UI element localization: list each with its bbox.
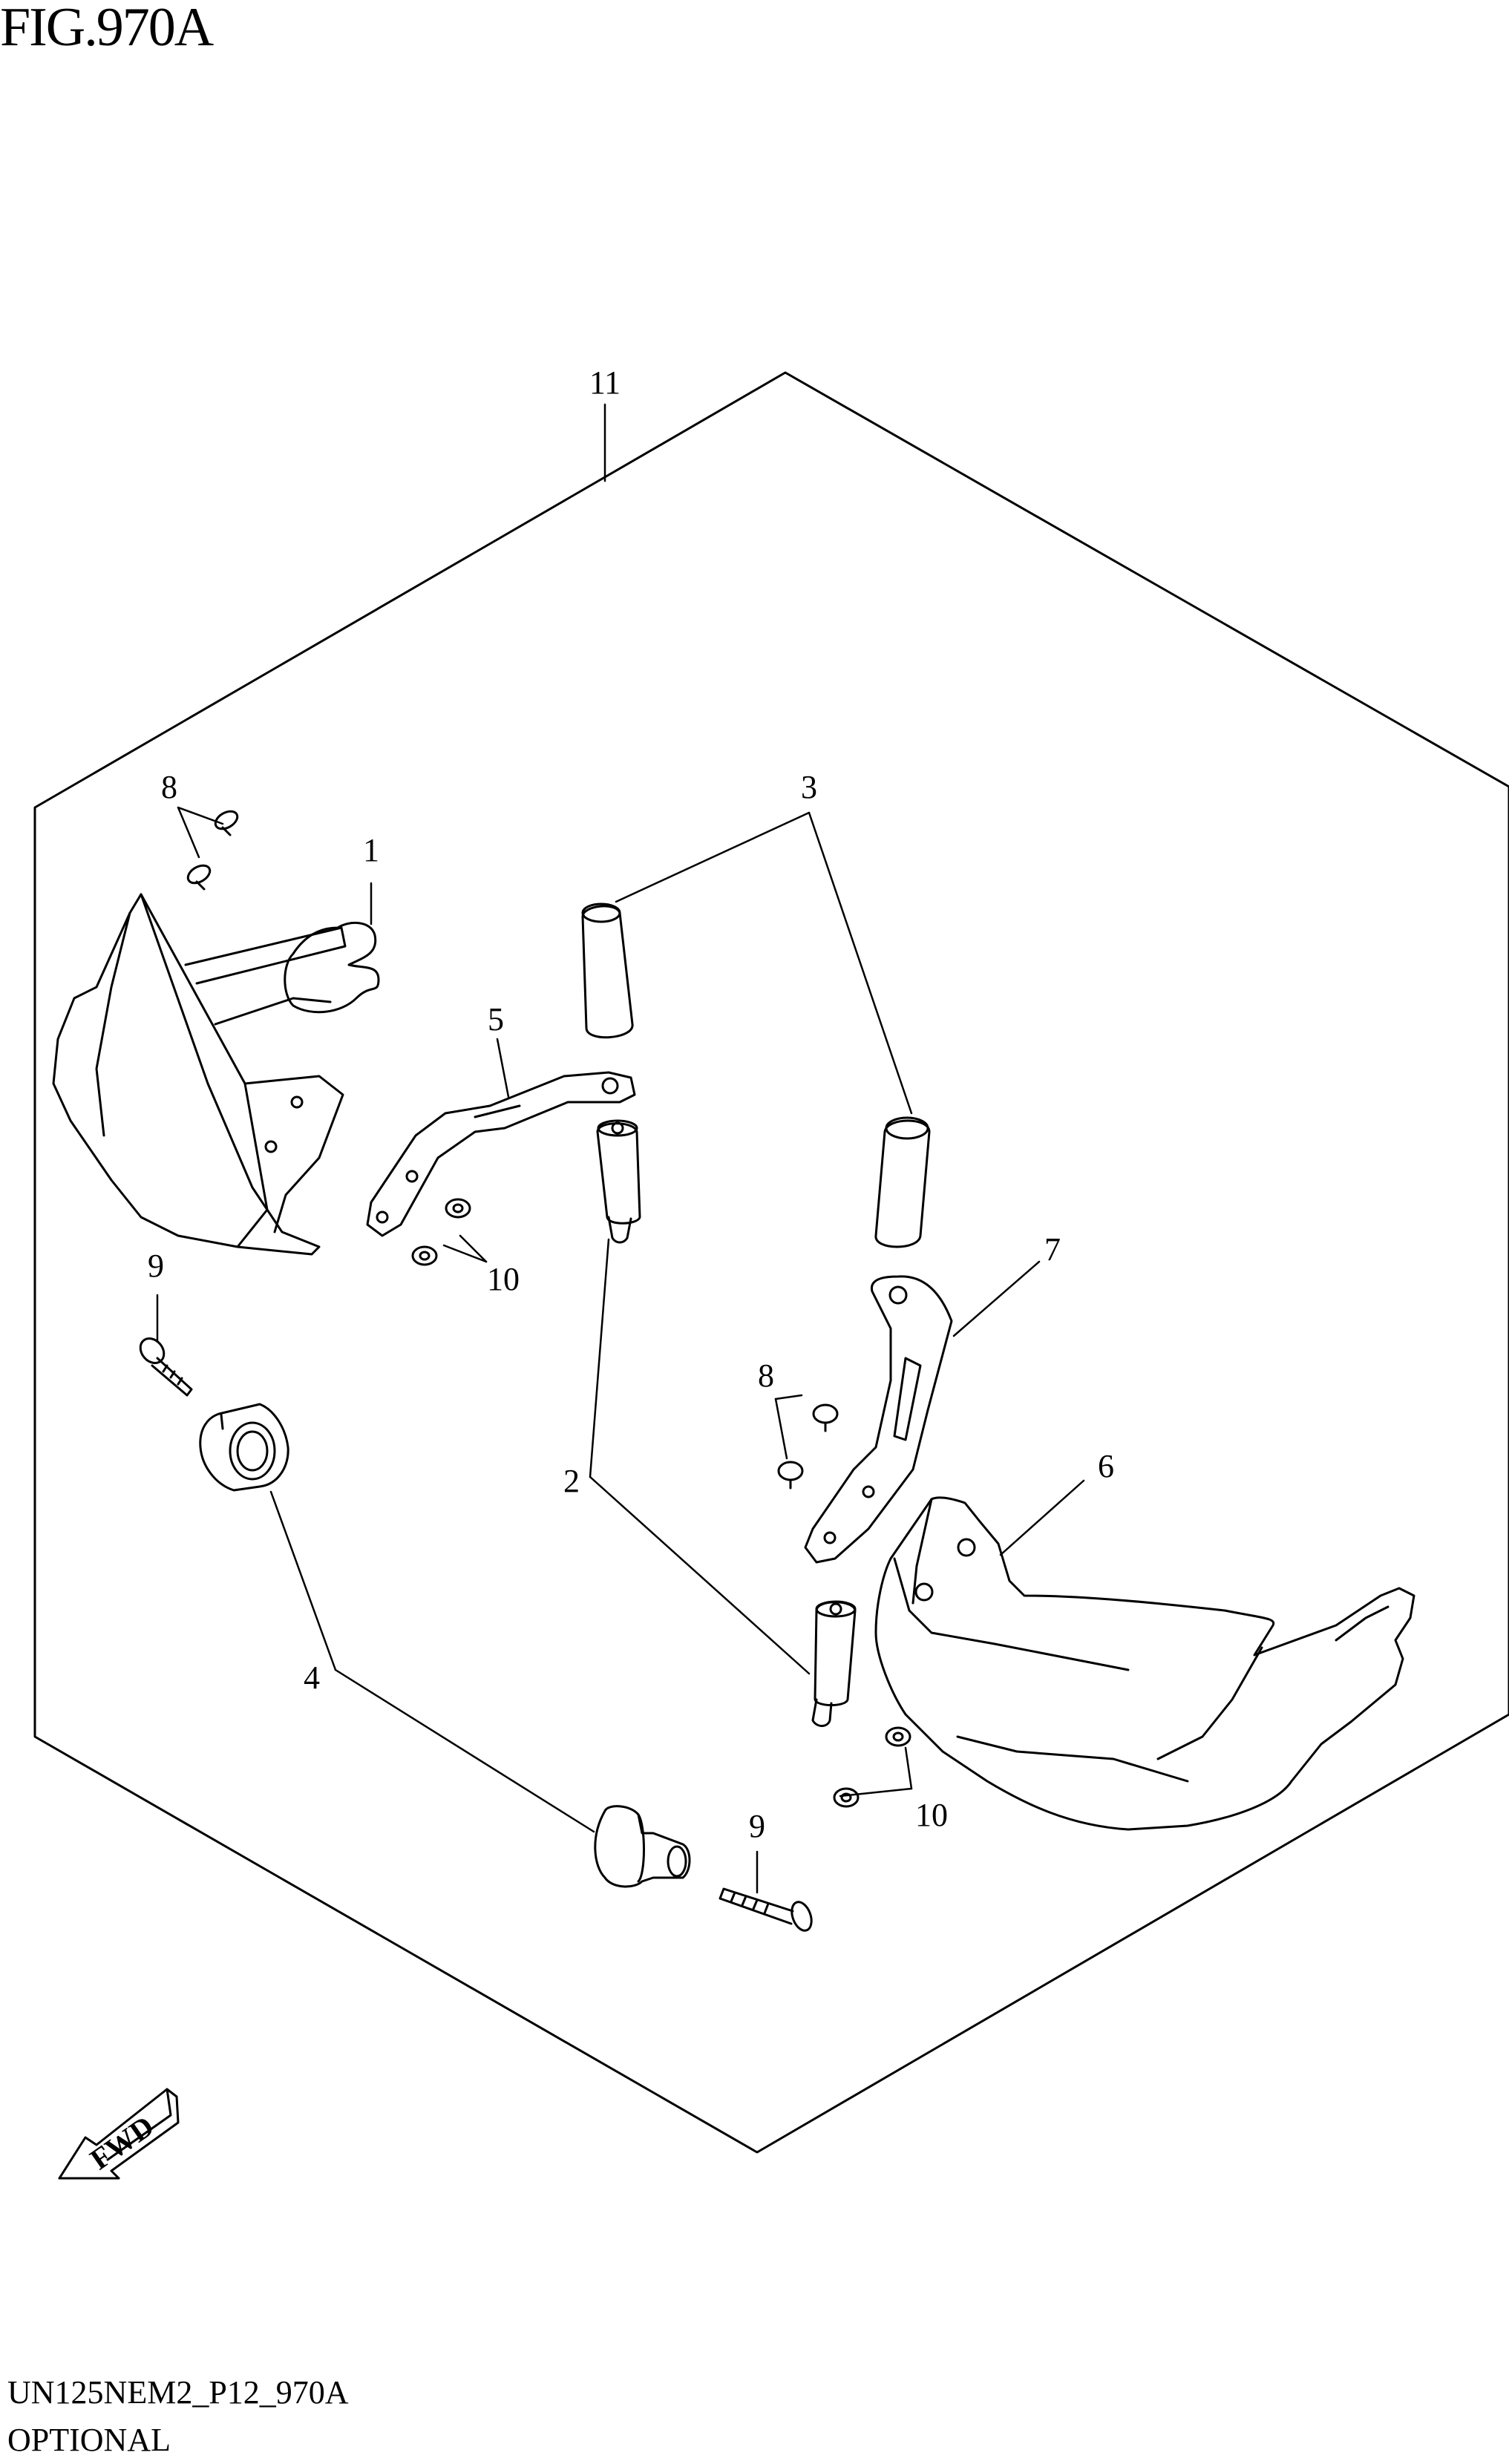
spacer-part-2-upper [596,1119,641,1244]
screw-part-8-lower-a [812,1403,839,1432]
callout-11: 11 [589,364,621,401]
screw-part-8-upper-b [186,864,212,891]
spacer-part-2-lower [811,1600,857,1727]
callout-8-lower: 8 [758,1357,774,1394]
nut-part-10-upper-a [445,1198,471,1219]
figure-code: UN125NEM2_P12_970A [7,2374,349,2411]
nut-part-10-lower-a [885,1726,911,1747]
callout-2: 2 [563,1463,580,1499]
callout-1: 1 [363,832,379,868]
callout-3: 3 [801,769,817,805]
figure-title: FIG.970A [0,0,214,58]
left-bracket-part-5 [366,1071,636,1237]
bolt-part-9-upper [139,1337,193,1397]
callout-8-upper: 8 [161,769,177,805]
left-hand-guard-part-1 [52,893,380,1256]
callout-6: 6 [1098,1448,1114,1484]
kit-boundary-hexagon [33,371,1509,2154]
leader-lines [156,403,1085,1894]
callout-9-upper: 9 [148,1248,164,1284]
callout-10-lower: 10 [915,1797,948,1833]
screw-part-8-upper-a [214,810,239,836]
callout-7: 7 [1044,1231,1061,1268]
right-hand-guard-part-6 [874,1496,1415,1831]
fwd-arrow: FWD [58,2088,180,2180]
nut-part-10-lower-b [833,1787,860,1808]
grip-part-3-upper [581,902,634,1039]
screw-part-8-lower-b [777,1461,804,1490]
bolt-part-9-lower [719,1887,813,1932]
callout-5: 5 [488,1001,504,1038]
figure-note: OPTIONAL [7,2422,171,2458]
bar-end-weight-part-4-lower [594,1805,691,1888]
right-bracket-part-7 [804,1275,953,1564]
callout-4: 4 [304,1659,320,1696]
grip-part-3-lower [874,1116,931,1248]
callout-numbers: 11 8 1 3 5 10 9 7 8 2 6 4 9 10 [148,364,1114,1844]
nut-part-10-upper-b [411,1245,438,1266]
bar-end-weight-part-4-upper [199,1403,289,1492]
callout-10-upper: 10 [487,1261,520,1297]
callout-9-lower: 9 [749,1808,765,1844]
